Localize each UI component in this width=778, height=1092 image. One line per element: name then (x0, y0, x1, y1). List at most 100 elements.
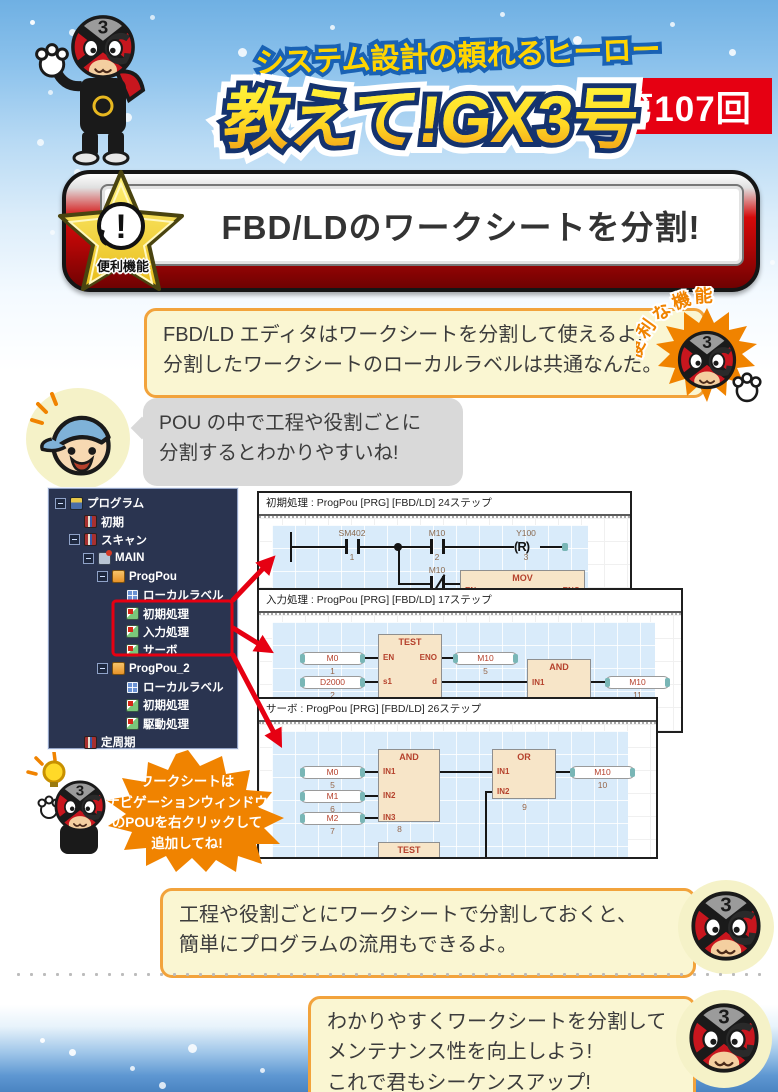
tree-label: サーボ (143, 645, 178, 658)
tree-item-scan[interactable]: スキャン (49, 531, 237, 549)
tree-label: スキャン (101, 534, 147, 547)
tip-line-4: 追加してね! (151, 835, 223, 851)
editor-window-servo: サーボ : ProgPou [PRG] [FBD/LD] 26ステップ M0 5… (257, 697, 658, 859)
hero-mascot (35, 10, 146, 166)
books-icon (84, 515, 97, 529)
var-pill-d2000[interactable]: D2000 (300, 676, 365, 689)
tip-burst (106, 750, 284, 872)
window-title[interactable]: 初期処理 : ProgPou [PRG] [FBD/LD] 24ステップ (259, 493, 630, 516)
tip-line-3: のPOUを右クリックして (111, 815, 263, 831)
tree-item-local-label[interactable]: ローカルラベル (49, 586, 237, 604)
block-title: OR (517, 752, 531, 762)
boy-bubble: POU の中で工程や役割ごとに 分割するとわかりやすいね! (130, 398, 463, 486)
pin-eno: ENO (563, 586, 580, 588)
boy-line-2: 分割するとわかりやすいね! (159, 442, 399, 465)
lightbulb-icon (42, 760, 66, 784)
contact-sm402[interactable] (345, 539, 360, 554)
pin-in2: IN2 (383, 791, 396, 800)
tree-item-worksheet-init2[interactable]: 初期処理 (49, 696, 237, 714)
block-title: TEST (397, 845, 421, 855)
step-number: 5 (483, 666, 488, 676)
test-block-partial[interactable]: TEST (378, 842, 440, 857)
mov-block[interactable]: MOV EN ENO (460, 570, 585, 588)
var-pill-m10[interactable]: M10 (453, 652, 518, 665)
collapse-icon[interactable] (83, 552, 94, 564)
window-title[interactable]: サーボ : ProgPou [PRG] [FBD/LD] 26ステップ (259, 699, 656, 722)
branch-wire (485, 791, 487, 857)
pin-s1: s1 (383, 677, 392, 686)
reset-coil[interactable]: (R) (514, 539, 530, 554)
var-pill-m2[interactable]: M2 (300, 812, 365, 825)
tree-item-worksheet-servo[interactable]: サーボ (49, 641, 237, 659)
episode-badge: 第107回 (598, 78, 772, 134)
navigation-tree: プログラム 初期 スキャン MAIN ProgPou ローカルラベル 初期処理 … (48, 488, 238, 749)
worksheet-icon (126, 698, 139, 712)
var-pill-m10[interactable]: M10 (570, 766, 635, 779)
device-label: Y100 (516, 528, 536, 538)
block-title: MOV (512, 573, 533, 583)
tree-item-worksheet-init[interactable]: 初期処理 (49, 604, 237, 622)
tree-item-fixed-cycle[interactable]: 定周期 (49, 733, 237, 751)
tree-item-program[interactable]: プログラム (49, 494, 237, 512)
outro-line-2: メンテナンス性を向上しよう! (327, 1041, 593, 1064)
and-block[interactable]: AND IN1 IN2 IN3 (378, 749, 440, 822)
boy-avatar (30, 392, 128, 488)
block-title: AND (549, 662, 569, 672)
pin-in2: IN2 (497, 787, 510, 796)
step-number: 7 (330, 826, 335, 836)
pin-in1: IN1 (532, 678, 545, 687)
collapse-icon[interactable] (55, 497, 66, 509)
books-icon (84, 533, 97, 547)
main-icon (98, 549, 112, 565)
collapse-icon[interactable] (97, 571, 108, 583)
tree-item-local-label2[interactable]: ローカルラベル (49, 678, 237, 696)
step-number: 10 (597, 780, 608, 790)
step-number: 9 (522, 802, 527, 812)
tree-item-worksheet-drive[interactable]: 駆動処理 (49, 715, 237, 733)
worksheet-icon (126, 717, 139, 731)
or-block[interactable]: OR IN1 IN2 (492, 749, 556, 799)
var-pill-m0[interactable]: M0 (300, 766, 365, 779)
var-pill-m0[interactable]: M0 (300, 652, 365, 665)
header-tagline: システム設計の頼れるヒーロー システム設計の頼れるヒーロー (251, 28, 665, 84)
tree-item-progpou2[interactable]: ProgPou_2 (49, 660, 237, 678)
pin-en: EN (465, 586, 476, 588)
pou-icon (112, 570, 125, 584)
var-pill-m10[interactable]: M10 (605, 676, 670, 689)
pin-en: EN (383, 653, 395, 662)
test-block[interactable]: TEST EN ENO s1 d (378, 634, 442, 706)
tip-line-2: ナビゲーションウィンドウ (106, 794, 268, 810)
tree-item-initial[interactable]: 初期 (49, 512, 237, 530)
rays-icon (26, 752, 57, 776)
tree-label: ProgPou (129, 570, 177, 583)
collapse-icon[interactable] (97, 663, 108, 675)
tree-label: 初期 (101, 516, 124, 529)
starburst-icon (106, 750, 284, 872)
tree-item-worksheet-input[interactable]: 入力処理 (49, 623, 237, 641)
nc-contact-m10[interactable] (430, 574, 446, 588)
benri-mascot: 便利な機能 (636, 286, 762, 403)
fbd-canvas[interactable]: M0 5 M1 6 M2 7 AND IN1 IN2 IN3 8 OR IN1 … (259, 722, 656, 857)
collapse-icon[interactable] (69, 534, 80, 546)
svg-text:教えて!GX3号: 教えて!GX3号 (220, 83, 642, 157)
step-number: 6 (330, 804, 335, 814)
tree-label: ProgPou_2 (129, 662, 190, 675)
fbd-canvas[interactable]: SM402 1 M10 2 (R) Y100 3 M10 MOV EN ENO (259, 516, 630, 588)
device-label: SM402 (338, 528, 366, 538)
tree-label: 定周期 (101, 737, 136, 750)
intro-line-1: FBD/LD エディタはワークシートを分割して使えるよ! (163, 324, 643, 346)
outro-line-3: これで君もシーケンスアップ! (327, 1071, 591, 1092)
svg-text:!: ! (115, 208, 126, 246)
window-title[interactable]: 入力処理 : ProgPou [PRG] [FBD/LD] 17ステップ (259, 590, 681, 613)
tree-item-progpou[interactable]: ProgPou (49, 568, 237, 586)
bubble-dots-bottom (40, 1038, 45, 1043)
pin-in1: IN1 (383, 767, 396, 776)
benefit-line-2: 簡単にプログラムの流用もできるよ。 (179, 934, 518, 957)
worksheet-icon (126, 607, 139, 621)
tree-item-main[interactable]: MAIN (49, 549, 237, 567)
contact-m10[interactable] (430, 539, 445, 554)
var-pill-m1[interactable]: M1 (300, 790, 365, 803)
pou-icon (112, 662, 125, 676)
branch-wire (398, 546, 400, 585)
